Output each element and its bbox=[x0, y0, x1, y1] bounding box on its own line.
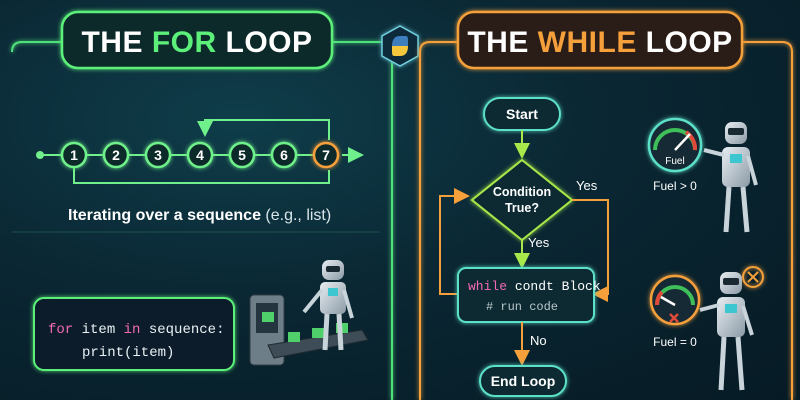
yes-down-label: Yes bbox=[528, 235, 550, 250]
sequence-node-label: 5 bbox=[238, 147, 246, 163]
while-block bbox=[457, 267, 595, 323]
condition-diamond bbox=[470, 158, 574, 242]
end-loop-label: End Loop bbox=[491, 373, 556, 389]
for-panel: THE FOR LOOP 1 2 3 4 5 6 7 Iterating over a se… bbox=[11, 10, 393, 400]
condition-label-line1: Condition bbox=[493, 185, 551, 199]
for-title: THE FOR LOOP bbox=[81, 26, 312, 59]
sequence-node-label: 2 bbox=[112, 147, 120, 163]
condition-label-line2: True? bbox=[505, 201, 539, 215]
sequence-nodes: 1 2 3 4 5 6 7 bbox=[60, 141, 340, 169]
sequence-bottom-bracket bbox=[73, 168, 330, 184]
while-panel: THE WHILE LOOP Start Condition True? Yes… bbox=[419, 10, 793, 400]
fuel-gauge-full-icon: Fuel bbox=[647, 117, 703, 173]
sequence-node-label: 6 bbox=[280, 147, 288, 163]
while-title-box bbox=[456, 10, 744, 70]
for-code-box bbox=[33, 297, 235, 371]
sequence-node bbox=[312, 141, 340, 169]
sequence-node-label: 1 bbox=[70, 147, 78, 163]
fuel-zero-label: Fuel = 0 bbox=[653, 335, 697, 349]
sequence-node-label: 7 bbox=[322, 147, 330, 163]
gauge-label: Fuel bbox=[665, 156, 684, 167]
end-loop-node bbox=[479, 365, 567, 397]
sequence-node-label: 4 bbox=[196, 147, 204, 163]
loop-back-arrow bbox=[439, 188, 470, 295]
conveyor-belt bbox=[267, 329, 369, 359]
yes-right-label: Yes bbox=[576, 178, 598, 193]
python-logo-icon bbox=[381, 25, 419, 67]
for-code-line1: for item in sequence: bbox=[48, 322, 224, 338]
package-icon bbox=[312, 328, 324, 338]
fuel-gauge-empty-icon bbox=[649, 274, 701, 326]
package-icon bbox=[288, 332, 300, 342]
sequence-node-label: 3 bbox=[154, 147, 162, 163]
while-block-comment: # run code bbox=[486, 300, 558, 314]
fuel-positive-label: Fuel > 0 bbox=[653, 179, 697, 193]
package-icon bbox=[262, 312, 274, 322]
for-title-box bbox=[60, 10, 334, 70]
for-caption: Iterating over a sequence (e.g., list) bbox=[68, 207, 331, 224]
stop-x-icon bbox=[742, 266, 764, 288]
conveyor-robot-illustration bbox=[249, 260, 369, 366]
yes-right-arrow bbox=[572, 199, 609, 302]
no-label: No bbox=[530, 333, 547, 348]
sequence-loop-back-arrow bbox=[197, 119, 330, 140]
robot-icon bbox=[703, 122, 758, 233]
while-block-line1: while condt Block bbox=[468, 279, 601, 294]
robot-icon bbox=[302, 260, 354, 351]
while-title: THE WHILE LOOP bbox=[467, 26, 732, 59]
robot-icon bbox=[699, 272, 754, 391]
start-label: Start bbox=[506, 106, 538, 122]
for-code-line2: print(item) bbox=[82, 345, 174, 361]
